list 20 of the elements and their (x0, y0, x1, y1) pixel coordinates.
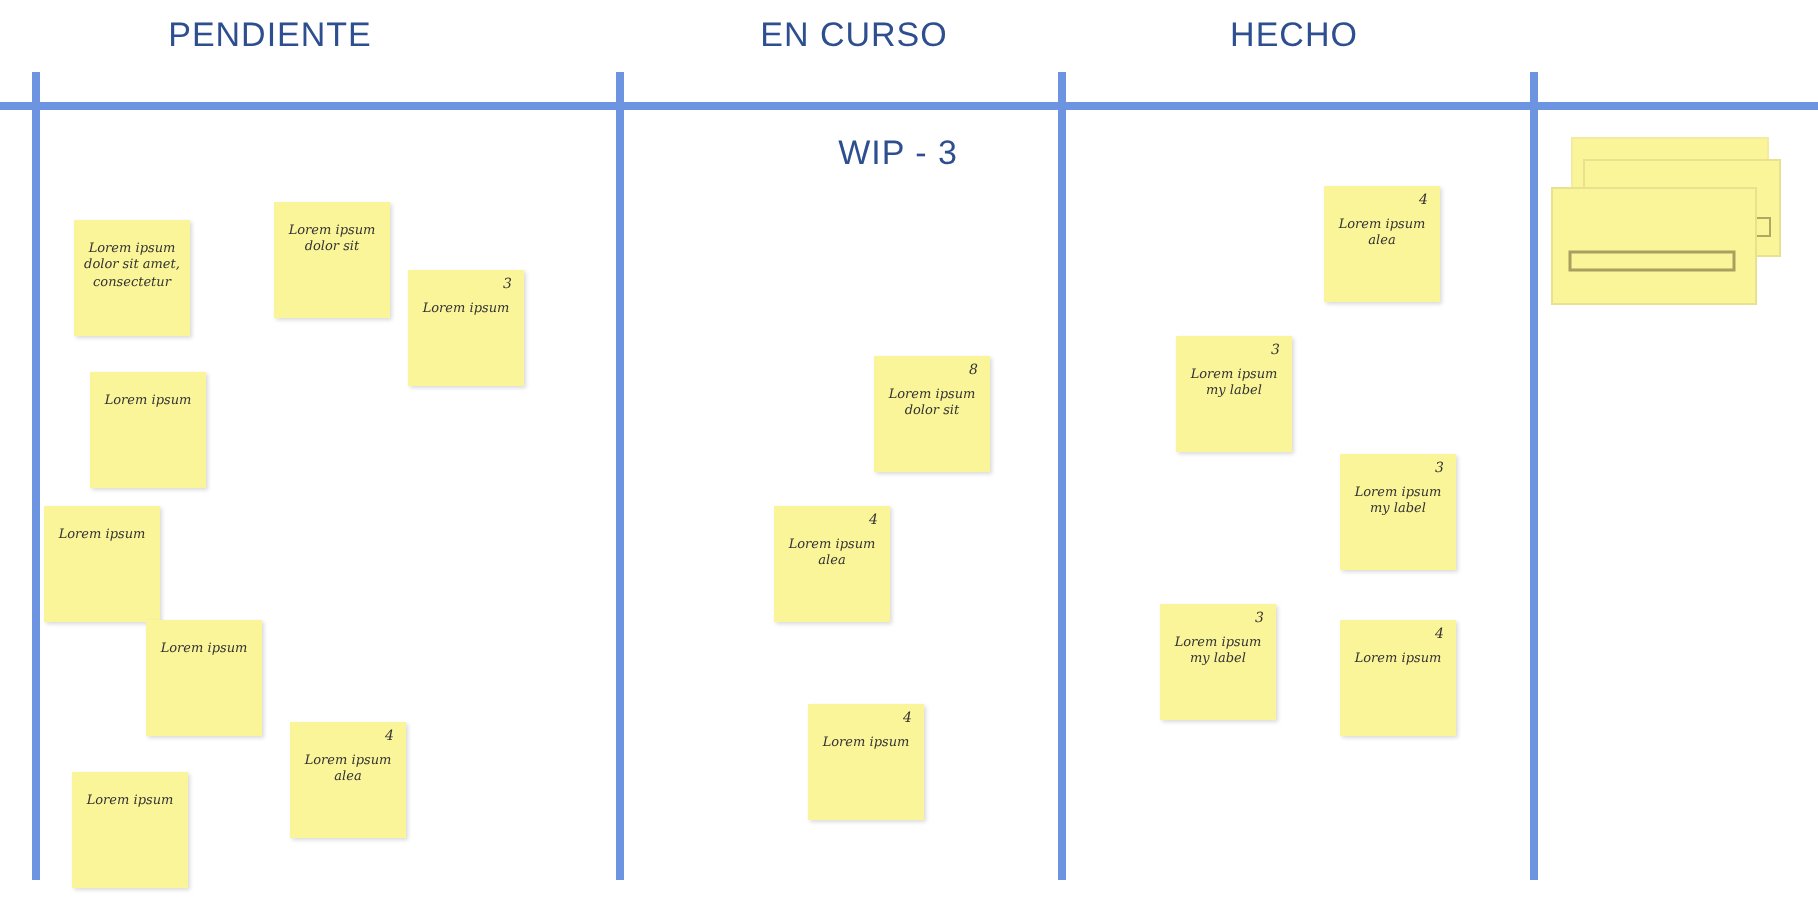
sticky-note (90, 372, 206, 488)
sticky-note (74, 220, 190, 336)
sticky-note (1160, 604, 1276, 720)
sticky-note (808, 704, 924, 820)
column-heading: WIP - 3 (838, 134, 958, 174)
column-heading: EN CURSO (760, 16, 948, 56)
sticky-note (1176, 336, 1292, 452)
sticky-note (290, 722, 406, 838)
sticky-note (44, 506, 160, 622)
column-heading: PENDIENTE (168, 16, 372, 56)
sticky-note (1340, 454, 1456, 570)
sticky-note (1340, 620, 1456, 736)
sticky-note (72, 772, 188, 888)
sticky-note (1324, 186, 1440, 302)
sticky-note (146, 620, 262, 736)
sticky-note (274, 202, 390, 318)
sticky-note (408, 270, 524, 386)
column-heading: HECHO (1230, 16, 1358, 56)
sticky-note (774, 506, 890, 622)
sticky-note (874, 356, 990, 472)
